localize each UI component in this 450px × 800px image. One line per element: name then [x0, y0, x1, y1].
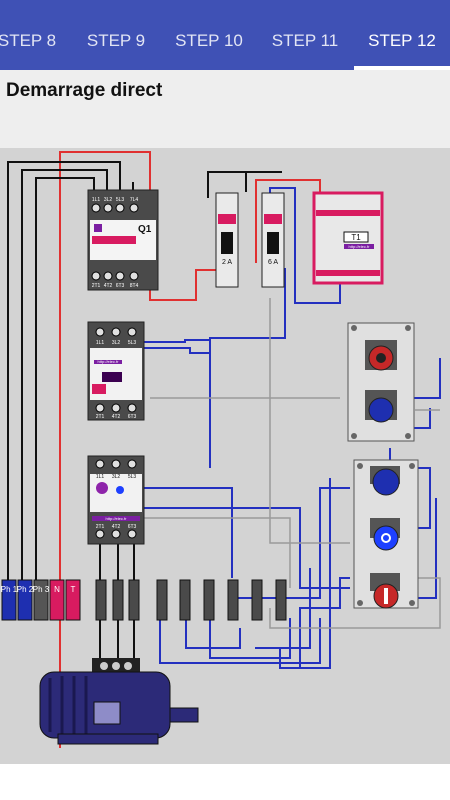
transformer-label: T1 [351, 233, 361, 242]
q1-top-terminal: 3L2 [104, 197, 113, 203]
tab-step-11[interactable]: STEP 11 [271, 31, 339, 50]
relay-top-terminal: 5L3 [128, 474, 137, 480]
page-title: Demarrage direct [6, 80, 163, 101]
supply-terminal-label: Ph 2 [17, 585, 34, 594]
q1-bottom-terminal: 2T1 [92, 283, 101, 289]
supply-terminal-label: N [54, 585, 60, 594]
relay-top-terminal: 3L2 [112, 474, 121, 480]
output-terminal-blocks [95, 579, 287, 621]
circuit-breaker-2a: 2 A [215, 192, 239, 288]
q1-bottom-terminal: 6T3 [116, 283, 125, 289]
supply-terminal-block: Ph 1 Ph 2 Ph 3 N T [1, 579, 81, 621]
contactor-top-terminal: 1L1 [96, 340, 105, 346]
breaker-rating-label: 2 A [222, 259, 232, 266]
pushbutton-station-upper [347, 322, 415, 442]
relay-bottom-terminal: 2T1 [96, 524, 105, 530]
pushbutton-station-lower [353, 459, 419, 609]
tab-step-8[interactable]: STEP 8 [0, 31, 57, 50]
relay-bottom-terminal: 6T3 [128, 524, 137, 530]
q1-bottom-terminal: 8T4 [130, 283, 139, 289]
circuit-breaker-6a: 6 A [261, 192, 285, 288]
contactor-bottom-terminal: 6T3 [128, 414, 137, 420]
transformer-url: http://elec.fr [349, 244, 371, 249]
relay-bottom-terminal: 4T2 [112, 524, 121, 530]
wiring-diagram: Q1 1L1 3L2 5L3 7L4 2T1 4T2 6T3 8T4 2 A 6… [0, 148, 450, 764]
contactor-bottom-terminal: 2T1 [96, 414, 105, 420]
q1-label: Q1 [138, 224, 152, 235]
relay-top-terminal: 1L1 [96, 474, 105, 480]
contactor-bottom-terminal: 4T2 [112, 414, 121, 420]
contactor: http://elec.fr 1L1 3L2 5L3 2T1 4T2 6T3 [87, 321, 145, 421]
supply-terminal-label: T [71, 585, 76, 594]
q1-top-terminal: 1L1 [92, 197, 101, 203]
contactor-top-terminal: 3L2 [112, 340, 121, 346]
tab-step-12[interactable]: STEP 12 [368, 31, 436, 50]
main-switch-q1: Q1 1L1 3L2 5L3 7L4 2T1 4T2 6T3 8T4 [87, 189, 159, 291]
thermal-overload-relay: http://elec.fr 1L1 3L2 5L3 2T1 4T2 6T3 [87, 455, 145, 545]
q1-top-terminal: 7L4 [130, 197, 139, 203]
supply-terminal-label: Ph 1 [1, 585, 18, 594]
q1-bottom-terminal: 4T2 [104, 283, 113, 289]
tab-selected-indicator [354, 66, 450, 70]
bottom-area [0, 764, 450, 800]
tab-step-10[interactable]: STEP 10 [175, 31, 243, 50]
contactor-top-terminal: 5L3 [128, 340, 137, 346]
q1-top-terminal: 5L3 [116, 197, 125, 203]
breaker-rating-label: 6 A [268, 259, 278, 266]
three-phase-motor [39, 658, 199, 745]
relay-url: http://elec.fr [106, 516, 128, 521]
tab-step-9[interactable]: STEP 9 [86, 31, 146, 50]
step-tab-bar: STEP 8 STEP 9 STEP 10 STEP 11 STEP 12 [0, 0, 450, 70]
contactor-url: http://elec.fr [98, 359, 120, 364]
supply-terminal-label: Ph 3 [33, 585, 50, 594]
transformer-t1: T1 http://elec.fr [312, 191, 384, 285]
